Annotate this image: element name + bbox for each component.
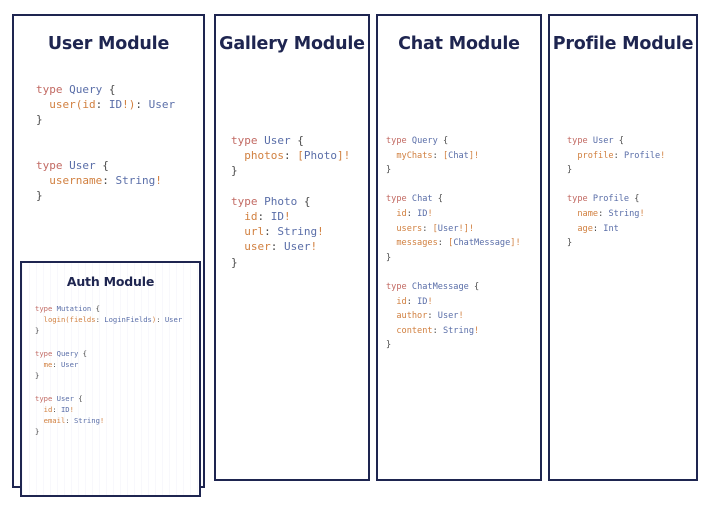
module-card-auth[interactable]: Auth Module type Mutation { login(fields… [20, 261, 201, 497]
module-title-user: User Module [47, 34, 170, 54]
module-card-gallery[interactable]: Gallery Module type User { photos: [Phot… [214, 14, 370, 481]
module-title-gallery: Gallery Module [219, 34, 365, 54]
code-block-auth: type Mutation { login(fields: LoginField… [35, 304, 183, 437]
code-block-gallery: type User { photos: [Photo]! } type Phot… [231, 134, 351, 269]
module-card-chat[interactable]: Chat Module type Query { myChats: [Chat]… [376, 14, 542, 481]
module-card-user[interactable]: User Module type Query { user(id: ID!): … [12, 14, 205, 497]
code-block-user: type Query { user(id: ID!): User } type … [36, 83, 176, 203]
module-title-chat: Chat Module [398, 34, 520, 54]
code-block-chat: type Query { myChats: [Chat]! } type Cha… [386, 136, 521, 351]
module-card-profile[interactable]: Profile Module type User { profile: Prof… [548, 14, 698, 481]
code-block-profile: type User { profile: Profile! } type Pro… [567, 136, 666, 249]
module-title-profile: Profile Module [552, 34, 694, 54]
module-title-auth: Auth Module [66, 274, 155, 289]
